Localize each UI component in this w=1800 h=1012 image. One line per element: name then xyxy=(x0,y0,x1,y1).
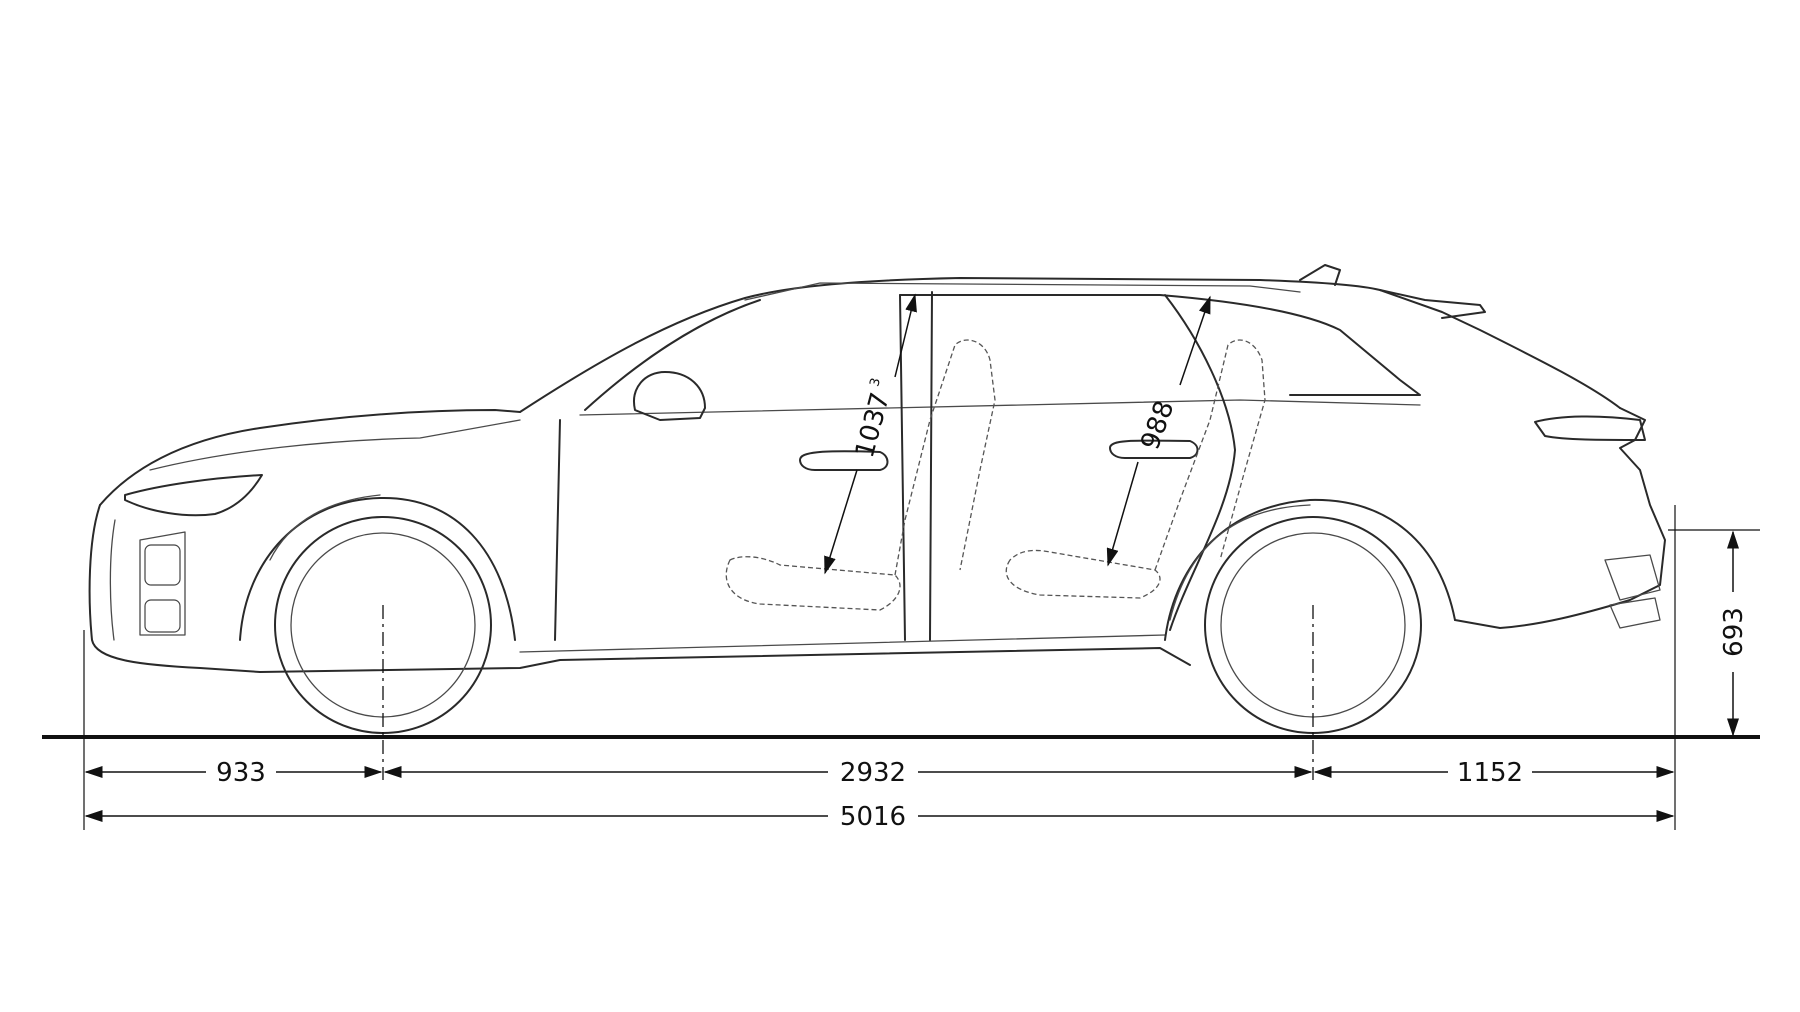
wheelbase-label: 2932 xyxy=(840,758,906,788)
rear-height-dimension: 693 xyxy=(1719,530,1749,737)
front-overhang-label: 933 xyxy=(216,758,266,788)
front-grille xyxy=(144,544,181,633)
rear-overhang-dimension: 1152 xyxy=(1313,758,1675,788)
car-side-outline xyxy=(88,264,1666,673)
rear-headroom-label: 988 xyxy=(1135,397,1180,454)
rear-overhang-label: 1152 xyxy=(1457,758,1523,788)
front-headroom-superscript: 3 xyxy=(867,376,884,388)
wheelbase-dimension: 2932 xyxy=(383,758,1313,788)
front-overhang-dimension: 933 xyxy=(84,758,383,788)
rear-height-label: 693 xyxy=(1719,607,1749,657)
overall-length-label: 5016 xyxy=(840,802,906,832)
seat-outlines xyxy=(725,339,1266,611)
front-headroom-label: 1037 xyxy=(850,389,896,461)
overall-length-dimension: 5016 xyxy=(84,802,1675,832)
